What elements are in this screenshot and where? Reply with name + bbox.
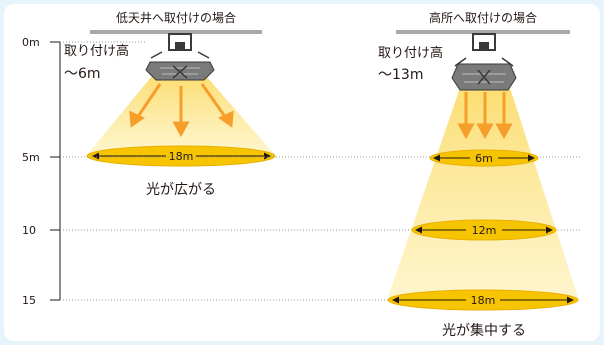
ceiling-bar (396, 30, 570, 34)
light-spot (387, 289, 579, 311)
fixture-icon (145, 33, 215, 81)
mount-height-value: ～13m (378, 67, 423, 83)
panel-low-ceiling: 低天井へ取付けの場合 18m (64, 10, 276, 198)
tick-label: 0m (22, 36, 40, 49)
light-spot (411, 219, 557, 241)
arrow-down-icon (457, 92, 513, 140)
tick-label: 5m (22, 151, 40, 164)
light-spot (86, 145, 276, 167)
height-axis: 0m 5m 10 15 (22, 36, 580, 307)
tick-label: 15 (22, 294, 36, 307)
tick-label: 10 (22, 224, 36, 237)
panel-header: 高所へ取付けの場合 (429, 10, 537, 25)
panel-high-ceiling: 高所へ取付けの場合 6m 12m 18m (378, 10, 579, 339)
spot-width-label: 18m (471, 294, 496, 307)
ceiling-bar (90, 30, 262, 34)
mount-height-value: ～6m (64, 66, 101, 82)
fixture-icon (451, 33, 517, 91)
light-spot (429, 149, 539, 167)
panel-caption: 光が集中する (442, 322, 526, 339)
mount-height-label: 取り付け高 (64, 43, 129, 59)
spot-width-label: 12m (472, 224, 497, 237)
panel-header: 低天井へ取付けの場合 (116, 10, 236, 25)
mount-height-label: 取り付け高 (378, 45, 443, 61)
light-beam (387, 88, 579, 300)
panel-caption: 光が広がる (146, 182, 216, 198)
spot-width-label: 6m (475, 152, 493, 165)
arrow-down-icon (129, 83, 234, 138)
